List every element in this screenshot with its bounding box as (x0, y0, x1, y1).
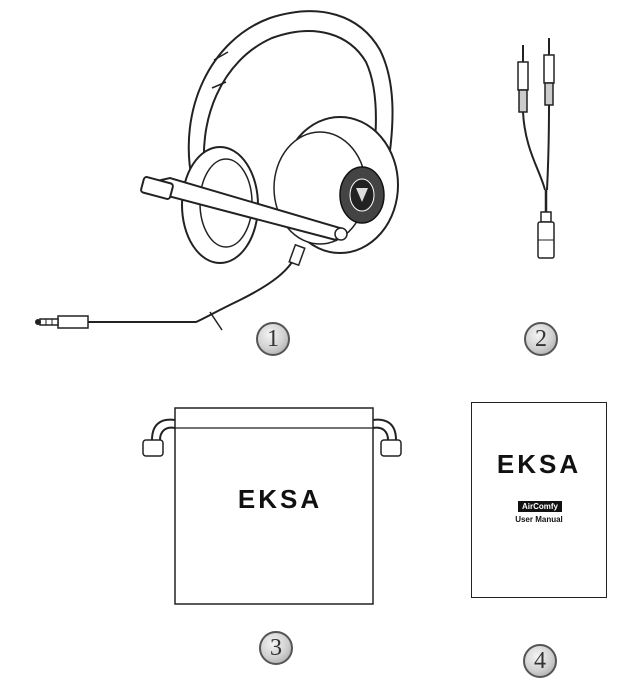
manual-product-badge: AirComfy (518, 501, 563, 512)
item-number-4: 4 (523, 644, 557, 678)
user-manual-booklet: EKSA AirComfy User Manual (471, 402, 607, 598)
item-number-2: 2 (524, 322, 558, 356)
item-number-1: 1 (256, 322, 290, 356)
manual-title: User Manual (515, 515, 563, 524)
manual-brand-logo: EKSA (496, 449, 582, 479)
pouch-brand-logo: EKSA (237, 484, 323, 514)
item-number-3: 3 (259, 631, 293, 665)
